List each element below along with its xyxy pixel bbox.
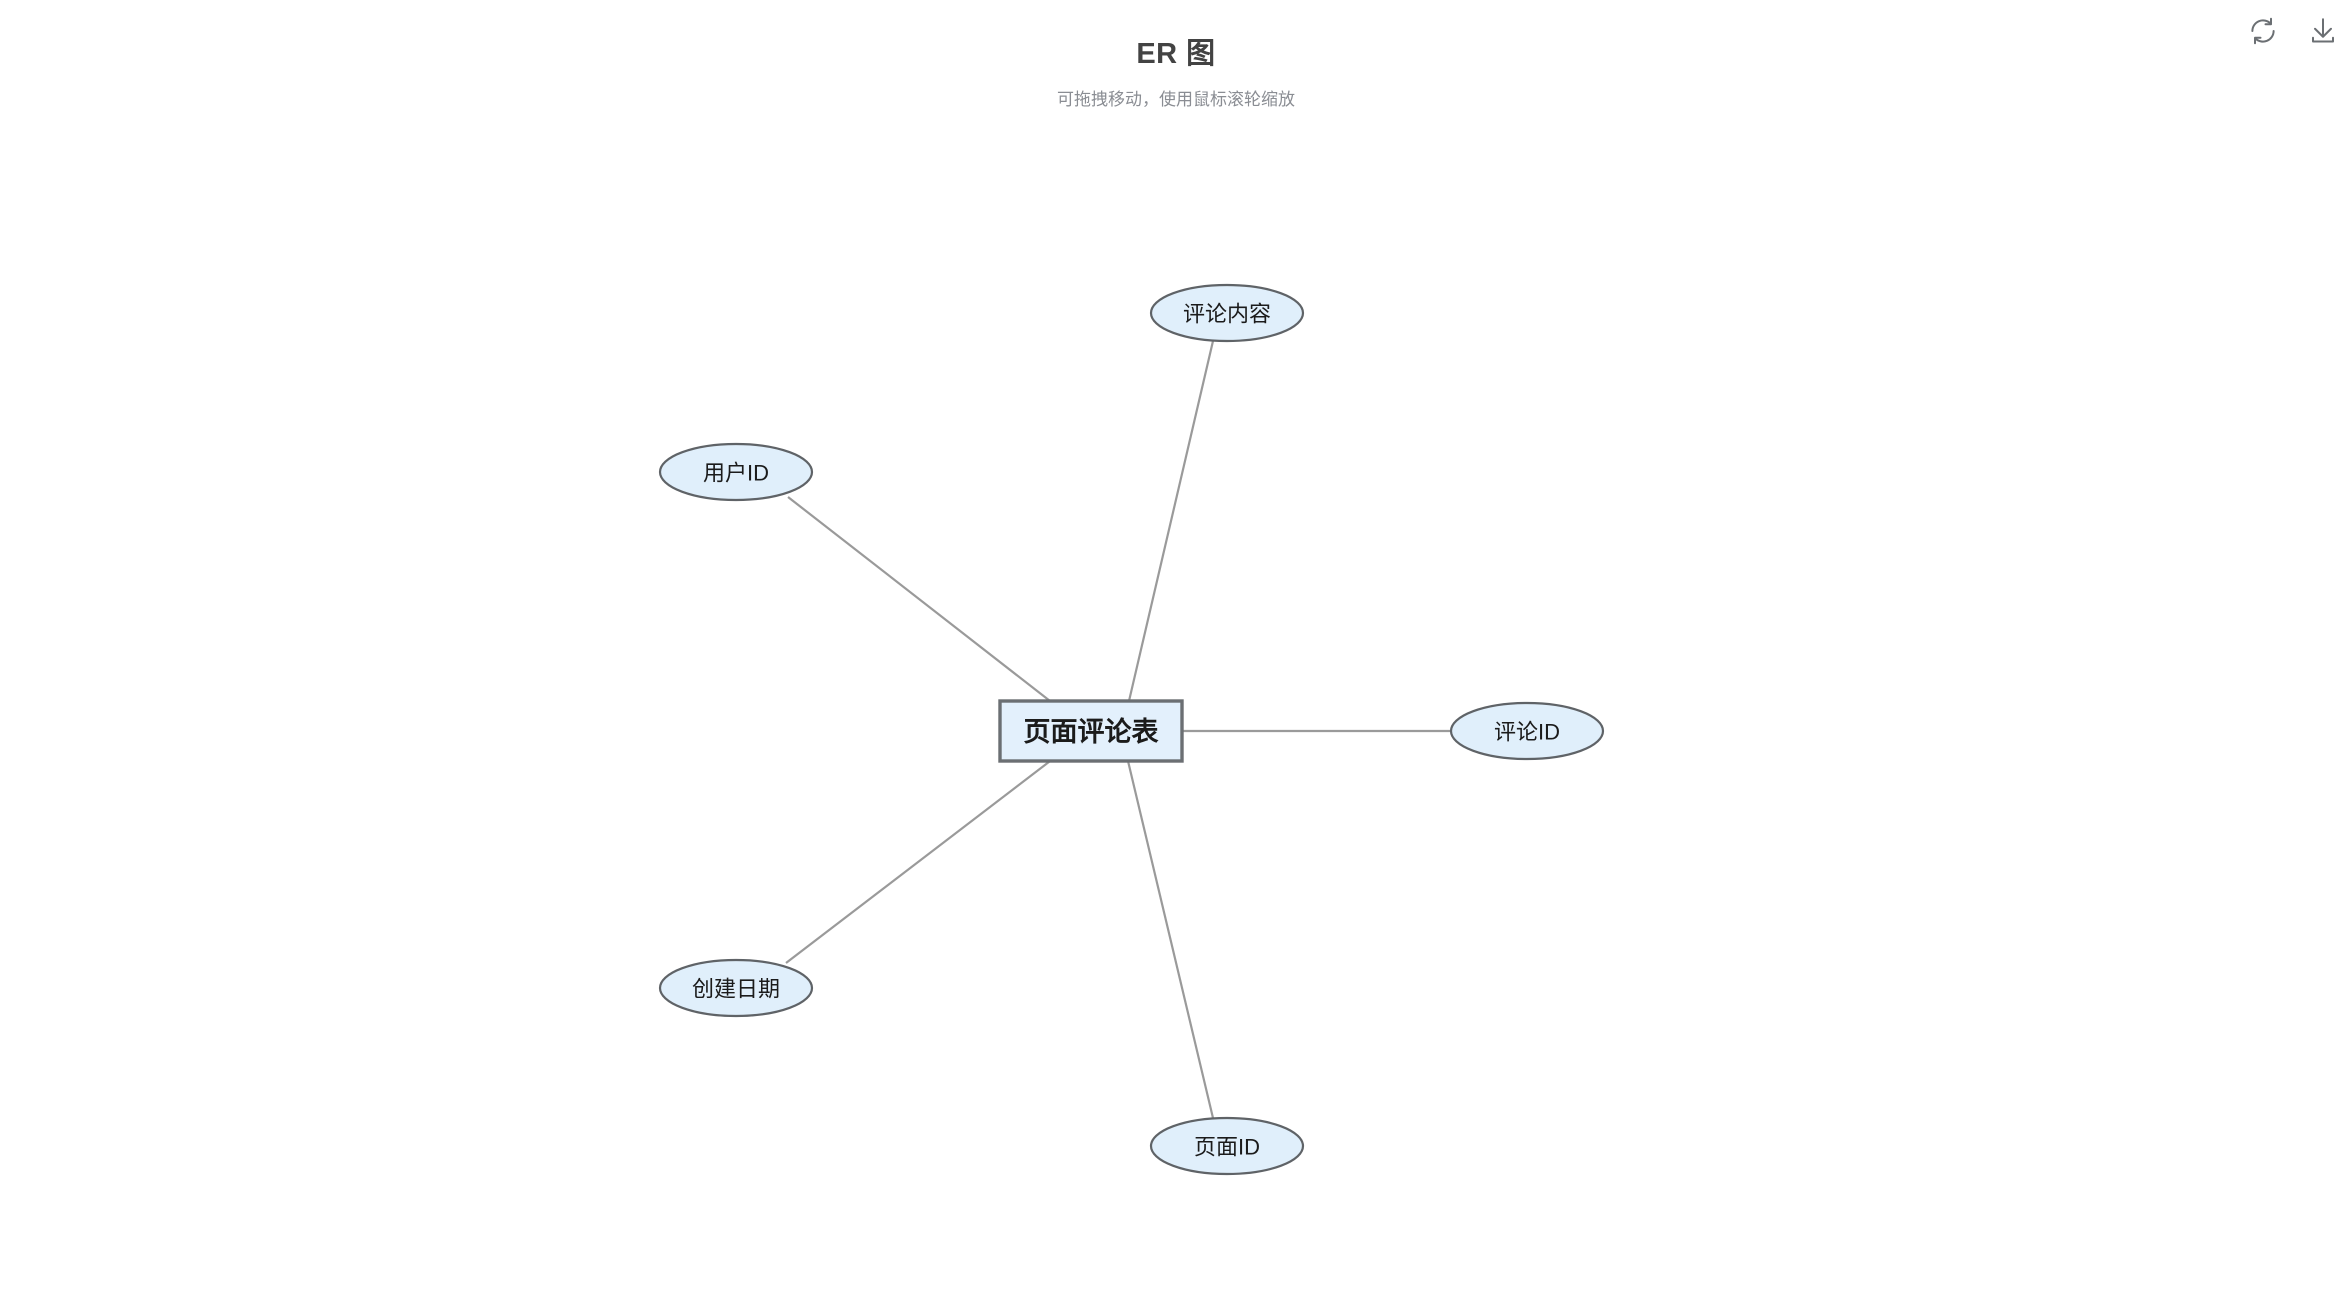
er-attribute-node[interactable]: 评论ID: [1449, 701, 1605, 761]
attribute-shape: [1149, 283, 1305, 343]
er-edge: [785, 754, 1059, 964]
diagram-toolbar: [2246, 14, 2340, 48]
download-button[interactable]: [2306, 14, 2340, 48]
attribute-shape: [1149, 1116, 1305, 1176]
attribute-label: 创建日期: [692, 977, 780, 1002]
download-icon: [2308, 16, 2338, 46]
reset-view-button[interactable]: [2246, 14, 2280, 48]
attribute-label: 评论内容: [1183, 302, 1271, 327]
attribute-label: 页面ID: [1194, 1135, 1260, 1160]
er-entity-node[interactable]: 页面评论表: [998, 699, 1184, 763]
entity-label: 页面评论表: [1024, 717, 1159, 747]
attribute-shape: [658, 442, 814, 502]
er-edge: [1126, 760, 1215, 1119]
er-attribute-node[interactable]: 用户ID: [658, 442, 814, 502]
er-attribute-node[interactable]: 评论内容: [1149, 283, 1305, 343]
entity-shape: [998, 699, 1184, 763]
attribute-shape: [658, 958, 814, 1018]
er-edge: [1127, 340, 1215, 702]
er-attribute-node[interactable]: 页面ID: [1149, 1116, 1305, 1176]
attribute-label: 评论ID: [1494, 720, 1560, 745]
er-attribute-node[interactable]: 创建日期: [658, 958, 814, 1018]
edge-layer: [785, 340, 1451, 1119]
refresh-icon: [2248, 16, 2278, 46]
attribute-label: 用户ID: [703, 461, 769, 486]
attribute-shape: [1449, 701, 1605, 761]
er-edge: [787, 496, 1060, 709]
